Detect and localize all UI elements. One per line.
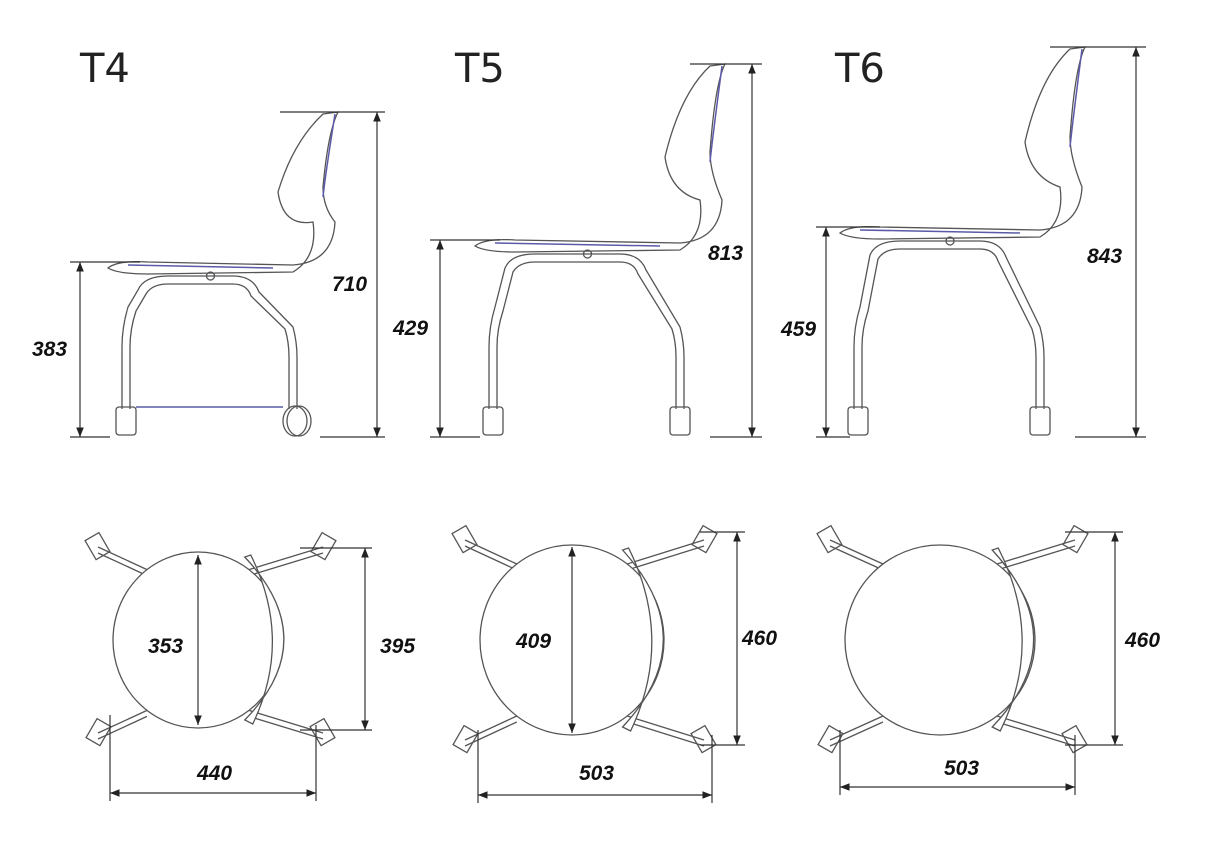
t5-leg: [627, 721, 705, 747]
t6-leg: [829, 545, 884, 571]
t6-seat-back: [838, 46, 1087, 240]
t4-glide-3: [309, 717, 336, 747]
model-title-t6: T6: [834, 46, 885, 92]
t6-seat-outline: [844, 544, 1036, 736]
t5-seat-height: 429: [392, 317, 428, 340]
t6-glide-1: [817, 724, 844, 754]
t5-leg: [464, 545, 518, 571]
t6-width: 503: [944, 757, 979, 780]
t5-glide-0: [451, 524, 478, 554]
t6-leg: [829, 539, 884, 565]
t6-leg: [996, 715, 1076, 741]
t5-back-accent: [709, 65, 723, 163]
t6-seat-accent: [859, 229, 1021, 234]
t4-caster: [282, 405, 308, 437]
t6-glide-3: [1061, 724, 1088, 754]
t4-caster: [286, 405, 312, 437]
t4-frame-outer: [121, 275, 298, 409]
t6-seat-height: 459: [780, 318, 816, 341]
t5-leg: [464, 539, 518, 565]
t5-seat-accent: [494, 242, 661, 247]
t5-rear-glide: [669, 406, 691, 436]
t5-backrest-top: [621, 547, 664, 732]
model-title-t5: T5: [454, 46, 505, 92]
t4-seat-accent: [127, 264, 274, 269]
t5-total-height: 813: [708, 242, 743, 265]
t4-width: 440: [196, 762, 232, 785]
t4-leg: [248, 552, 324, 577]
t5-seat-depth: 409: [515, 630, 551, 653]
t6-back-accent: [1069, 48, 1083, 148]
t4-front-glide: [115, 406, 137, 436]
t4-seat-back: [106, 111, 340, 275]
t6-leg: [829, 715, 884, 741]
t4-glide-2: [310, 531, 337, 561]
t4-backrest-top: [243, 554, 285, 725]
t4-leg: [97, 546, 148, 571]
t5-leg: [627, 545, 705, 571]
t5-glide-1: [452, 724, 479, 754]
t6-glide-0: [816, 524, 843, 554]
t6-backrest-top: [991, 547, 1035, 732]
t4-back-accent: [322, 113, 336, 198]
t5-width: 503: [579, 762, 614, 785]
t5-frame-inner: [496, 261, 677, 409]
t4-frame-inner: [129, 283, 290, 409]
t4-seat-height: 383: [32, 338, 67, 361]
t4-total-height: 710: [332, 273, 367, 296]
t4-leg: [97, 552, 148, 577]
t5-seat-back: [473, 63, 727, 253]
t6-leg: [996, 545, 1076, 571]
t4-leg: [248, 546, 324, 571]
t6-frame-inner: [861, 248, 1037, 409]
model-title-t4: T4: [79, 46, 130, 92]
t5-leg: [627, 539, 705, 565]
t6-depth: 460: [1124, 629, 1160, 652]
t6-leg: [996, 539, 1076, 565]
t5-glide-2: [691, 524, 718, 554]
t4-leg: [248, 709, 324, 734]
t5-glide-3: [690, 724, 717, 754]
t5-frame-outer: [488, 253, 685, 409]
t4-leg: [97, 709, 148, 734]
t5-leg: [464, 715, 518, 741]
t4-glide-1: [85, 717, 112, 747]
t6-leg: [996, 721, 1076, 747]
t4-leg: [248, 715, 324, 740]
t6-glide-2: [1062, 524, 1089, 554]
t4-depth: 395: [380, 635, 415, 658]
t4-seat-depth: 353: [148, 635, 183, 658]
t5-front-glide: [482, 406, 504, 436]
t6-frame-outer: [853, 240, 1045, 409]
t6-front-glide: [847, 406, 869, 436]
t5-leg: [627, 715, 705, 741]
t5-depth: 460: [741, 627, 777, 650]
t6-total-height: 843: [1087, 245, 1122, 268]
t6-rear-glide: [1029, 406, 1051, 436]
t4-glide-0: [84, 531, 111, 561]
